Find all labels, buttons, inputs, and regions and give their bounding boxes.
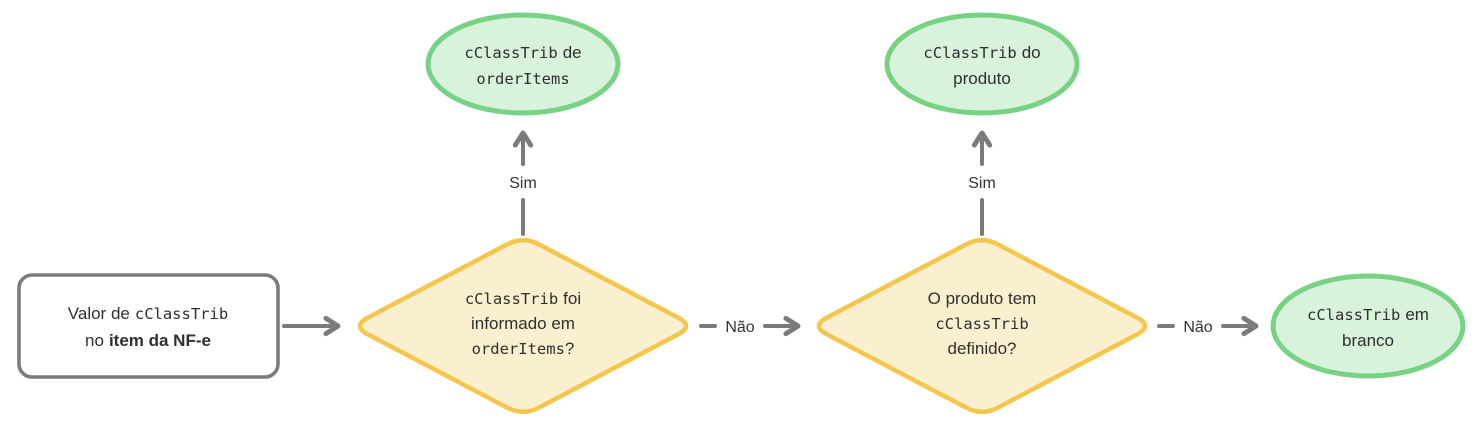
decision-orderitems-line3: orderItems? [472, 339, 575, 358]
decision-product-line3: definido? [947, 339, 1016, 358]
decision-product-node: O produto tem cClassTrib definido? [816, 237, 1148, 415]
result-blank-line2: branco [1342, 331, 1394, 350]
result-blank-shape [1270, 273, 1466, 379]
result-product-shape [884, 12, 1080, 116]
edge-label-no2: Não [1183, 319, 1212, 336]
result-orderitems-shape [425, 12, 621, 116]
decision-orderitems-line2: informado em [471, 314, 575, 333]
decision-orderitems-shape [357, 237, 689, 415]
decision-product-line1: O produto tem [928, 289, 1037, 308]
edge-label-no1: Não [725, 319, 754, 336]
edge-label-yes2: Sim [968, 175, 996, 192]
edge-label-yes1: Sim [509, 175, 537, 192]
decision-product-shape [816, 237, 1148, 415]
result-orderitems-line2: orderItems [476, 70, 569, 88]
result-product-line2: produto [953, 69, 1011, 88]
decision-product-line2: cClassTrib [935, 315, 1028, 333]
start-node-shape [17, 273, 280, 379]
